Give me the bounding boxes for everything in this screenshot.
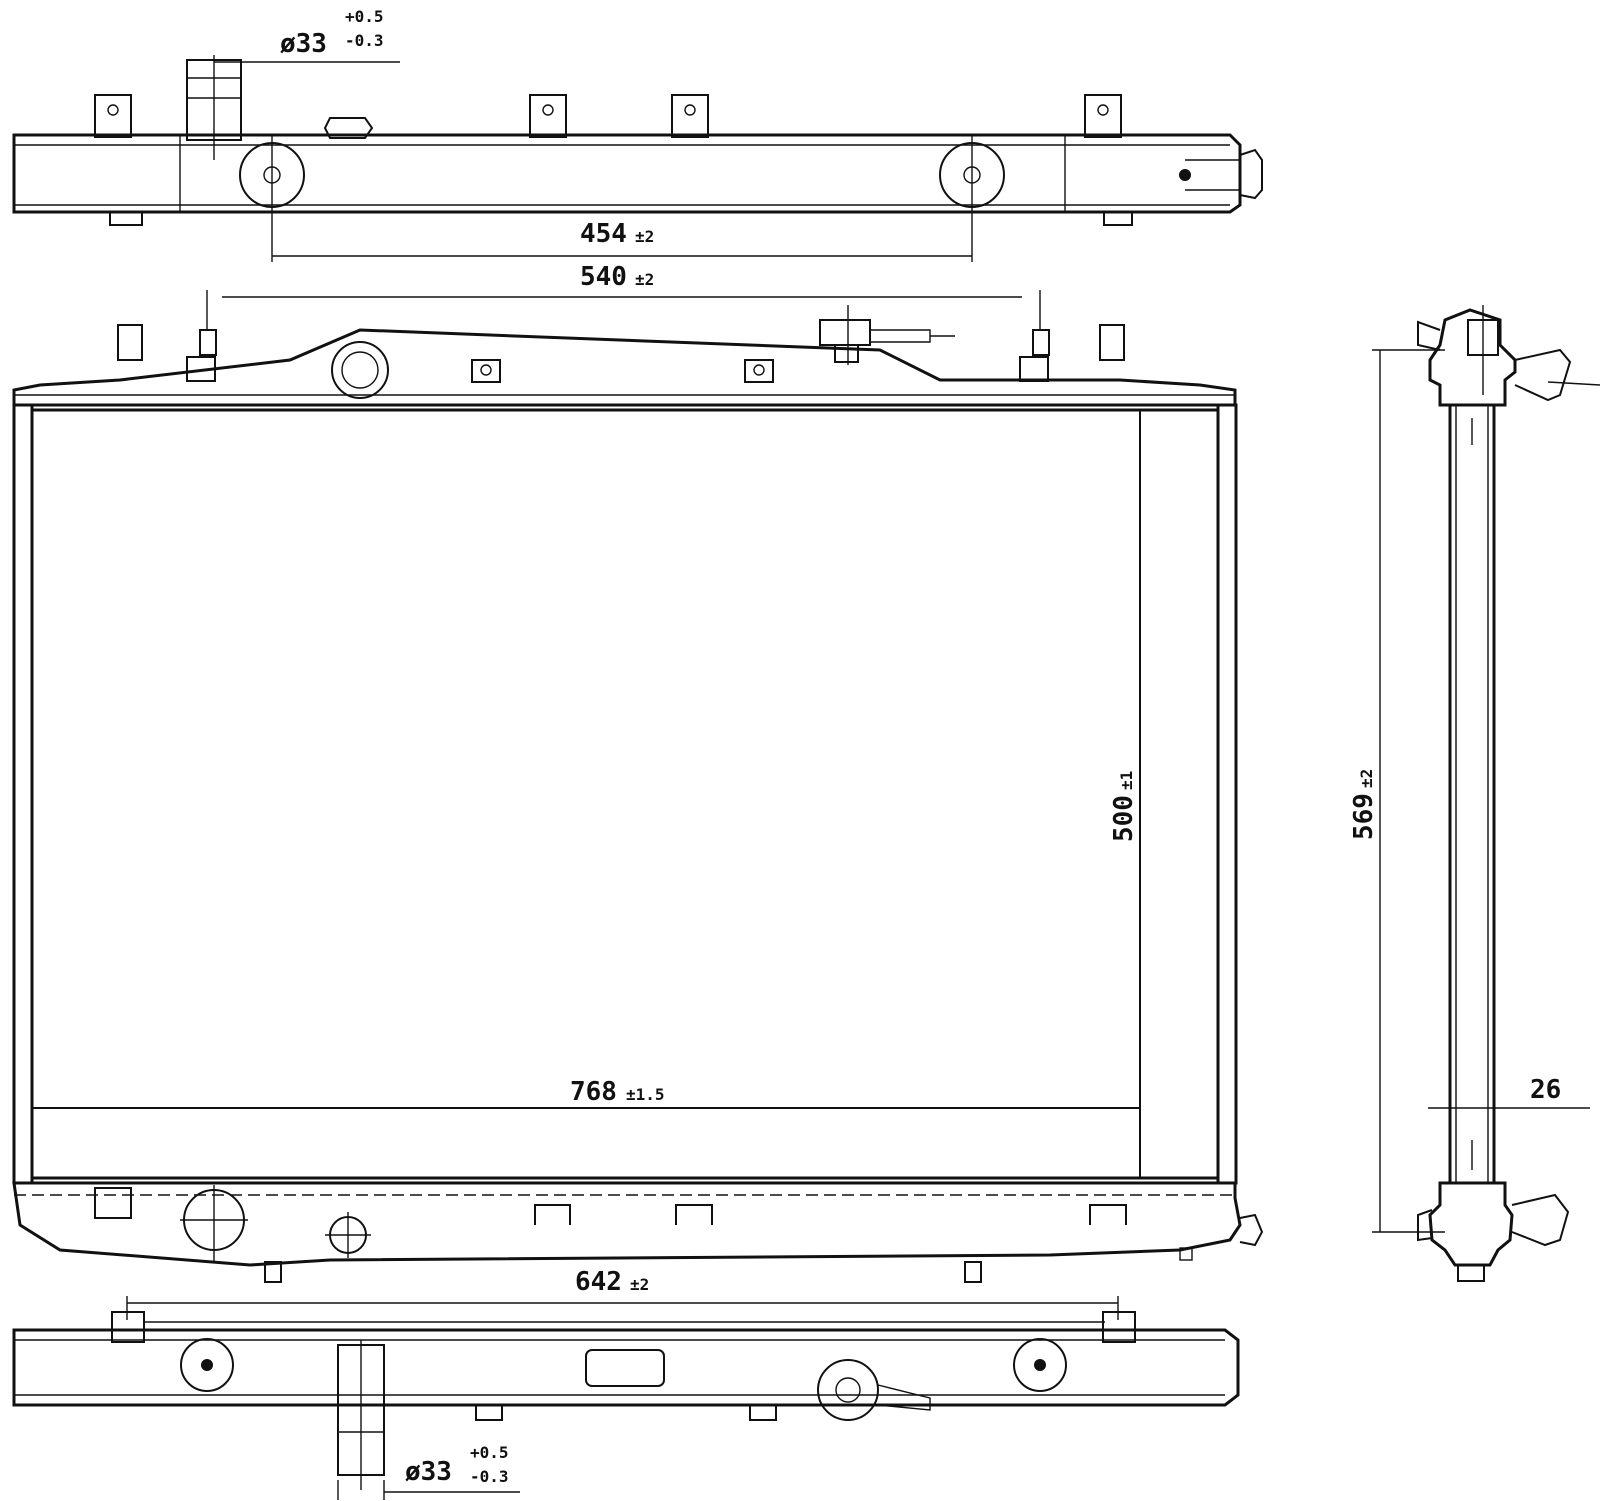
- mount-spacing-top-tol: ±2: [635, 227, 654, 246]
- inlet-diameter-lower-tol-top: -0.3: [345, 31, 384, 50]
- mount-spacing-top-value: 454: [580, 219, 627, 249]
- bottom-mount-spacing-tol: ±2: [630, 1275, 649, 1294]
- bracket-spacing-value: 540: [580, 262, 627, 292]
- inlet-diameter-upper-tol-top: +0.5: [345, 7, 384, 26]
- core-height-label: 500 ±1: [1109, 771, 1139, 842]
- core-height-value: 500: [1109, 795, 1139, 842]
- overall-height-tol: ±2: [1357, 769, 1376, 788]
- top-view: [12, 55, 1263, 262]
- overall-height-value: 569: [1349, 793, 1379, 840]
- inlet-diameter-base-top: ø33: [280, 29, 327, 59]
- core-height-tol: ±1: [1117, 771, 1136, 790]
- bottom-mount-spacing-value: 642: [575, 1267, 622, 1297]
- bottom-view: [12, 1296, 1240, 1500]
- bracket-spacing-tol: ±2: [635, 270, 654, 289]
- overall-height-label: 569 ±2: [1349, 769, 1379, 840]
- core-width-value: 768: [570, 1077, 617, 1107]
- core-thickness-value: 26: [1530, 1075, 1561, 1105]
- core-width-tol: ±1.5: [626, 1085, 665, 1104]
- side-view: [1372, 305, 1600, 1282]
- outlet-diameter-lower-tol-bottom: -0.3: [470, 1467, 509, 1486]
- front-view: [12, 290, 1264, 1283]
- outlet-diameter-base-bottom: ø33: [405, 1457, 452, 1487]
- outlet-diameter-upper-tol-bottom: +0.5: [470, 1443, 509, 1462]
